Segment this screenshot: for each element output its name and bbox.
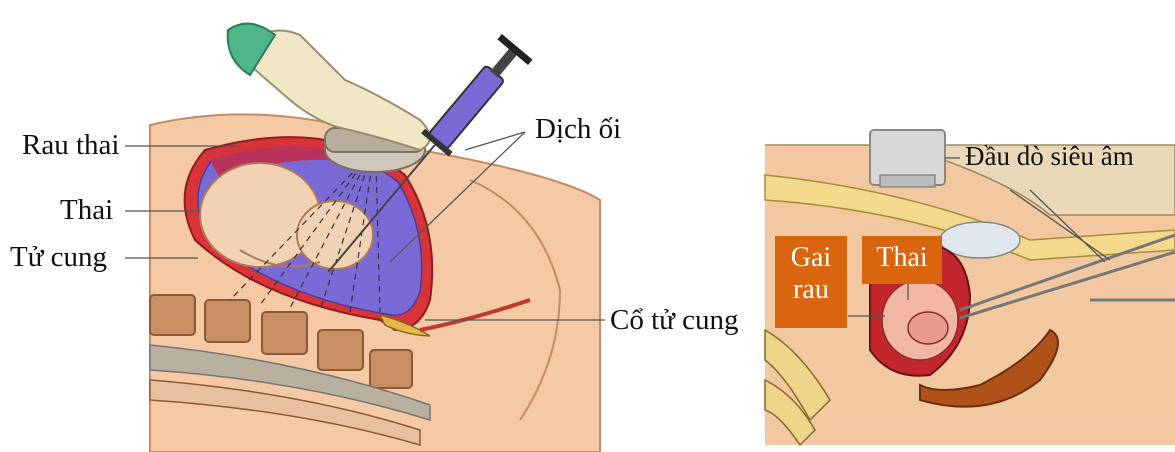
- cvs-illustration: [760, 0, 1175, 452]
- placenta-label: Rau thai: [22, 131, 119, 160]
- amniotic-fluid-label: Dịch ối: [535, 115, 621, 144]
- ultrasound-probe-label: Đầu dò siêu âm: [965, 143, 1134, 170]
- chorionic-villi-line1: Gai: [791, 242, 831, 273]
- chorionic-villi-line2: rau: [793, 274, 829, 305]
- cervix-label: Cổ tử cung: [610, 306, 739, 335]
- fetus-label: Thai: [60, 196, 113, 225]
- uterus-label: Tử cung: [10, 243, 107, 272]
- ultrasound-probe: [870, 130, 945, 187]
- amniocentesis-diagram: Rau thai Thai Tử cung Dịch ối Cổ tử cung: [0, 0, 760, 452]
- chorionic-villi-label: Gai rau: [775, 236, 847, 328]
- amniocentesis-illustration: [0, 0, 760, 452]
- embryo: [908, 312, 948, 344]
- fetus-label-box: Thai: [862, 236, 942, 284]
- chorionic-villus-diagram: Đầu dò siêu âm Gai rau Thai: [760, 0, 1175, 452]
